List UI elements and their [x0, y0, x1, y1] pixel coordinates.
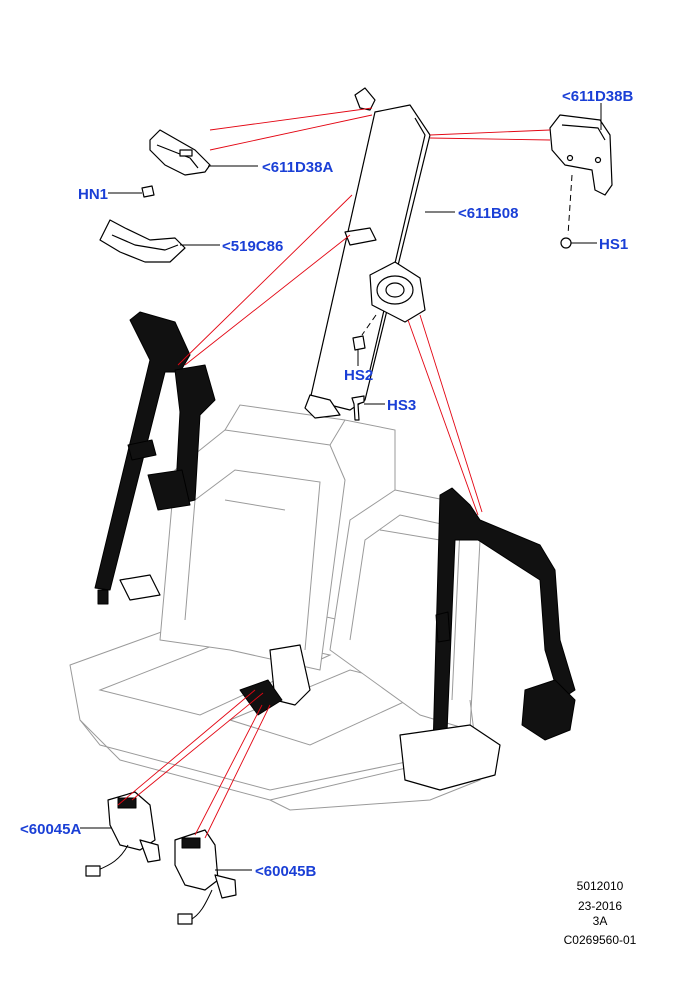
hs1-bolt-part	[560, 237, 572, 249]
hs2-bolt-part	[352, 335, 366, 351]
hs3-bolt-part	[351, 395, 365, 421]
callout-60045B: <60045B	[255, 863, 316, 880]
trim-bracket-part	[99, 219, 186, 263]
callout-HN1: HN1	[78, 186, 108, 203]
reference-line-2: 23-2016	[578, 899, 622, 913]
leader-lines	[80, 103, 602, 871]
callout-HS1: HS1	[599, 236, 628, 253]
retractor-fixing-axis	[361, 314, 377, 336]
callout-611D38B: <611D38B	[562, 88, 633, 105]
callout-60045A: <60045A	[20, 821, 81, 838]
callout-611B08: <611B08	[458, 205, 518, 222]
callout-HS3: HS3	[387, 397, 416, 414]
callout-611D38A: <611D38A	[262, 159, 333, 176]
bracket-fixing-axis	[567, 174, 573, 236]
left-outer-seatbelt	[94, 311, 216, 605]
anchor-bracket-part	[549, 114, 613, 196]
buckle-b-part	[174, 829, 237, 925]
centre-buckle-bases	[239, 644, 311, 716]
seatbelt-retractor-assembly	[304, 87, 431, 419]
reference-line-3: 3A	[593, 914, 608, 928]
reference-line-4: C0269560-01	[564, 933, 637, 947]
reference-line-1: 5012010	[577, 879, 624, 893]
callout-519C86: <519C86	[222, 238, 283, 255]
diagram-reference-block: 5012010 23-2016 3A C0269560-01	[564, 879, 637, 947]
buckle-a-part	[85, 791, 161, 877]
right-outer-seatbelt	[399, 487, 576, 791]
reference-lines	[117, 107, 551, 839]
guide-cover-part	[149, 129, 211, 176]
callout-HS2: HS2	[344, 367, 373, 384]
hn1-clip-part	[141, 185, 155, 198]
